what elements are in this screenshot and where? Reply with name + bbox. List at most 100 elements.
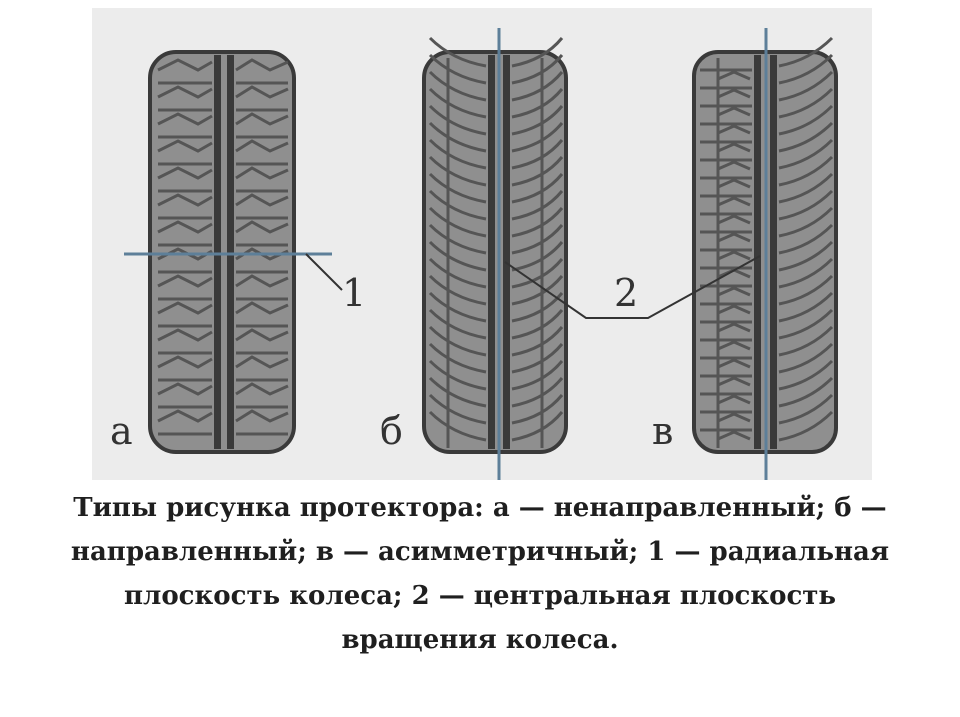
tread-chevron [235,220,289,234]
tread-curve [428,121,487,153]
tread-chevron [157,139,213,153]
tread-chevron [717,232,751,243]
tread-curve [428,206,487,238]
tread-curve [428,308,487,340]
tread-chevron [235,301,289,315]
tread-chevron [157,193,213,207]
tread-chevron [235,139,289,153]
tread-chevron [717,70,751,81]
tread-chevron [717,106,751,117]
tread-curve [778,376,834,408]
tread-curve [778,410,834,442]
tread-curve [778,325,834,357]
tread-chevron [717,196,751,207]
caption-line-2: направленный; в — асимметричный; 1 — рад… [70,537,890,567]
tread-chevron [235,85,289,99]
tread-chevron [235,328,289,342]
tread-chevron [157,409,213,423]
tread-chevron [157,112,213,126]
tire-a-groove-right [227,55,234,449]
tread-chevron [235,112,289,126]
tire-b-groove-right [503,55,510,449]
callout-1: 1 [342,271,366,315]
tire-directional [422,36,568,454]
tire-b-groove-left [488,55,495,449]
tread-curve [778,87,834,119]
tread-curve [778,36,834,68]
tread-curve [428,274,487,306]
tread-chevron [157,355,213,369]
tread-curve [428,172,487,204]
tread-curve [778,342,834,374]
callout-2: 2 [614,271,638,315]
tire-b-tread [428,36,564,448]
tread-chevron [157,85,213,99]
tread-curve [428,291,487,323]
tire-v-tread [700,36,834,448]
tread-chevron [235,409,289,423]
tread-chevron [235,382,289,396]
tread-chevron [717,214,751,225]
tread-chevron [717,358,751,369]
tread-curve [778,308,834,340]
tire-non-directional [148,50,296,454]
tread-curve [428,138,487,170]
tread-curve [778,138,834,170]
tread-chevron [717,88,751,99]
tread-chevron [717,412,751,423]
tread-chevron [157,166,213,180]
tread-curve [428,359,487,391]
tread-curve [778,155,834,187]
tread-curve [778,240,834,272]
tread-chevron [157,382,213,396]
label-a: а [110,409,133,453]
tread-chevron [717,340,751,351]
tread-curve [428,36,487,68]
tread-chevron [235,274,289,288]
tread-curve [778,274,834,306]
tread-chevron [235,166,289,180]
tread-curve [778,206,834,238]
tread-curve [778,359,834,391]
tread-chevron [717,304,751,315]
caption-line-1: Типы рисунка протектора: а — ненаправлен… [73,493,887,523]
tread-curve [428,53,487,85]
tread-curve [778,104,834,136]
tread-curve [778,257,834,289]
tread-pattern-diagram: 1 2 а б в [92,8,872,480]
tread-curve [428,393,487,425]
label-b: б [380,409,403,453]
tread-curve [428,257,487,289]
tread-chevron [717,160,751,171]
tread-curve [428,70,487,102]
figure-caption: Типы рисунка протектора: а — ненаправлен… [0,486,960,662]
tread-chevron [157,328,213,342]
caption-line-3: плоскость колеса; 2 — центральная плоско… [123,581,837,611]
tire-a-tread [157,58,289,436]
tread-chevron [717,322,751,333]
tread-chevron [717,286,751,297]
tread-curve [778,189,834,221]
tread-curve [778,172,834,204]
tire-a-groove-left [214,55,221,449]
tread-curve [428,87,487,119]
tread-chevron [157,301,213,315]
tread-curve [428,240,487,272]
tread-curve [428,189,487,221]
tread-curve [778,393,834,425]
label-v: в [652,409,673,453]
tread-curve [778,291,834,323]
tread-chevron [717,376,751,387]
tread-curve [778,70,834,102]
tread-chevron [717,124,751,135]
tread-chevron [235,58,289,72]
tread-curve [428,342,487,374]
tread-curve [428,376,487,408]
tread-chevron [717,250,751,261]
tread-curve [428,325,487,357]
tread-chevron [717,178,751,189]
caption-line-4: вращения колеса. [341,625,619,655]
tread-chevron [235,355,289,369]
tread-curve [428,155,487,187]
tread-chevron [717,394,751,405]
